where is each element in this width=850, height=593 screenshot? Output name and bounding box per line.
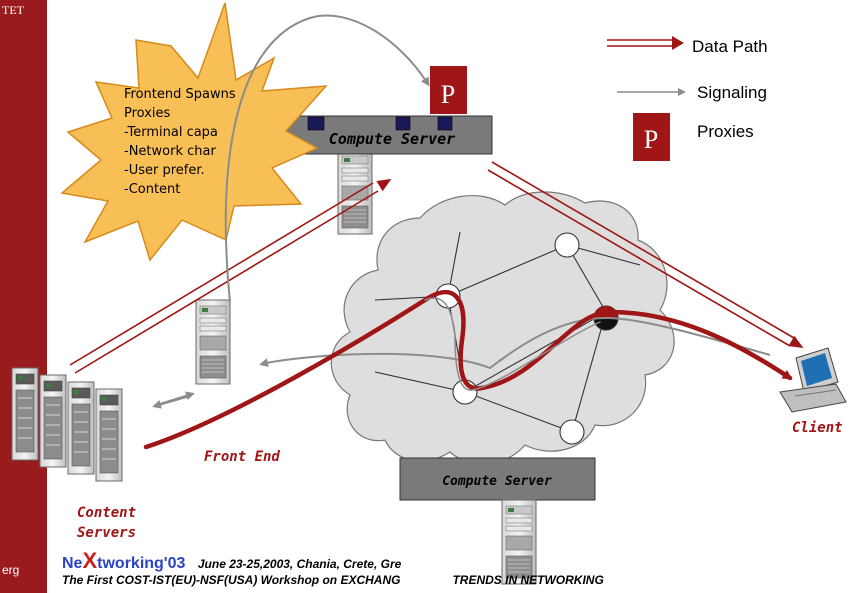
starburst-callout <box>60 2 328 262</box>
burst-line-3: -Terminal capa <box>124 125 218 140</box>
legend-signaling-label: Signaling <box>697 83 767 102</box>
content-servers <box>11 367 123 482</box>
network-routers <box>435 232 619 445</box>
footer-line-2-text: The First COST-IST(EU)-NSF(USA) Workshop… <box>62 573 401 587</box>
legend-data-path-label: Data Path <box>692 37 768 56</box>
brand-prefix: Ne <box>62 555 83 572</box>
footer-dates: June 23-25,2003, Chania, Crete, Gre <box>197 557 402 571</box>
burst-line-5: -User prefer. <box>124 163 205 178</box>
network-cloud <box>330 191 675 465</box>
proxy-letter: P <box>441 80 455 109</box>
content-servers-label-1: Content <box>77 505 136 521</box>
footer-line-2: The First COST-IST(EU)-NSF(USA) Workshop… <box>62 573 604 587</box>
footer-line-2-tail: TRENDS IN NETWORKING <box>452 573 604 587</box>
footer-brand: NeXtworking'03 <box>62 548 186 573</box>
content-servers-label-2: Servers <box>77 525 136 541</box>
legend-proxy-letter: P <box>644 125 658 154</box>
sidebar-top-label: TET <box>2 3 24 17</box>
signaling-lines <box>152 14 771 409</box>
compute-server-bottom: Compute Server <box>399 457 596 585</box>
front-end-server <box>195 299 231 385</box>
compute-server-top-label: Compute Server <box>329 130 455 148</box>
brand-suffix: tworking'03 <box>97 555 186 572</box>
sidebar: TET erg <box>0 0 47 593</box>
proxy-box-top: P <box>430 66 467 114</box>
client-label: Client <box>792 420 843 436</box>
burst-text: Frontend Spawns Proxies -Terminal capa -… <box>124 87 236 197</box>
brand-x: X <box>82 548 98 573</box>
burst-line-1: Frontend Spawns <box>124 87 236 102</box>
burst-line-6: -Content <box>124 182 180 197</box>
data-path-double-arrows <box>69 161 804 374</box>
burst-line-2: Proxies <box>124 106 171 121</box>
client-laptop <box>779 347 847 413</box>
data-paths <box>143 289 793 450</box>
legend-proxies-label: Proxies <box>697 122 754 141</box>
front-end-label: Front End <box>204 449 280 465</box>
footer-line-1: NeXtworking'03 June 23-25,2003, Chania, … <box>62 548 401 574</box>
burst-line-4: -Network char <box>124 144 216 159</box>
sidebar-bottom-label: erg <box>2 563 20 577</box>
compute-server-bottom-label: Compute Server <box>442 474 552 489</box>
legend: Data Path Signaling P Proxies <box>607 36 768 161</box>
